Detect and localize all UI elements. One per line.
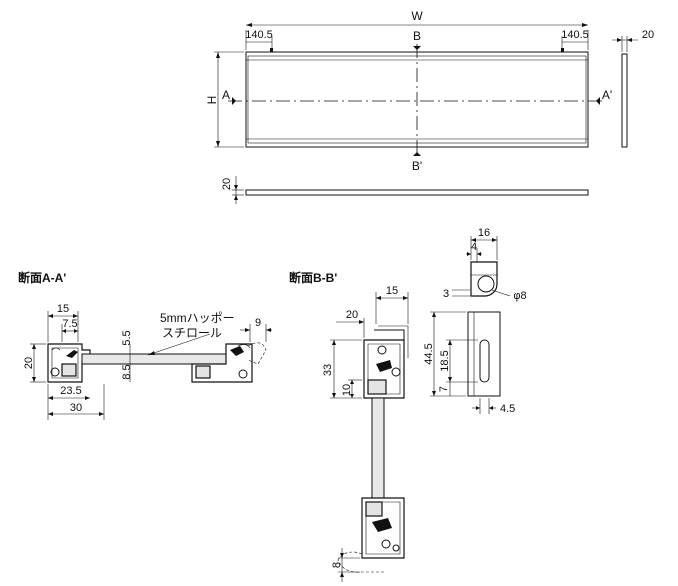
section-bb-title: 断面B-B' [289,270,337,285]
front-view: W 140.5 140.5 H B B' A A' [205,9,612,173]
opened-sash-outline [247,342,267,365]
section-b-top-label: B [413,29,421,43]
height-label: H [205,96,219,105]
section-b-bottom-arrow [413,152,421,156]
bb-lower-label: 10 [341,384,353,396]
bracket-hole-diameter-label: φ8 [513,290,526,302]
left-gasket [50,367,60,377]
hanger-tab-right [561,48,564,52]
foam-label-line1: 5mmハッポー [160,311,235,325]
hanging-bracket [374,329,405,358]
side-profile [621,53,628,148]
section-b-top-arrow [413,46,421,50]
left-offset-label: 140.5 [245,29,273,41]
section-bb: 断面B-B' 15 20 [289,270,409,582]
bottom-gasket [381,539,391,549]
aa-angle-gap-label: 9 [255,317,261,329]
left-profile-channel [61,363,77,377]
top-profile-channel [367,379,387,395]
hanger-tab-left [270,48,273,52]
aa-height-label: 20 [23,357,35,369]
bb-bottom-gap-label: 8 [331,562,343,568]
section-a-right-arrow [596,97,600,105]
thickness-label: 20 [221,178,233,190]
aa-upper-offset-label: 5.5 [121,330,133,345]
vertical-foam-panel [371,397,385,499]
bracket-inner-label: 4 [471,241,477,253]
right-profile-channel [195,365,211,379]
bottom-profile-channel [365,501,383,517]
bracket-offset-label: 3 [443,288,449,300]
bracket-height-label: 44.5 [423,343,435,364]
section-b-bottom-label: B' [412,159,422,173]
bracket-width-label: 16 [478,227,490,239]
depth-label: 20 [642,29,654,41]
aa-lower-offset-label: 8.5 [121,364,133,379]
section-a-right-label: A' [602,88,612,102]
bracket-front-view [467,311,501,397]
foam-panel [81,353,227,365]
section-a-left-label: A [222,88,230,102]
bottom-view: 20 [221,176,589,204]
foam-leader-line [147,333,211,356]
foam-label-line2: スチロール [162,326,222,340]
section-aa-title: 断面A-A' [18,270,66,285]
bracket-slot-width-label: 4.5 [500,403,515,415]
bracket-hole [477,275,495,293]
aa-total-width-label: 30 [70,402,82,414]
bracket-detail: 16 4 3 φ8 44.5 18.5 7 [423,227,527,415]
bb-top-label: 15 [386,285,398,297]
bracket-slot [479,339,490,383]
section-a-left-arrow [232,97,236,105]
right-gasket [238,369,248,379]
section-aa: 断面A-A' 15 7.5 [18,270,272,420]
bb-height-label: 33 [322,364,334,376]
bb-opened-sash-outline [337,551,384,573]
bracket-top-view [470,261,498,297]
bb-width-label: 20 [346,309,358,321]
aa-inner-width-label: 7.5 [62,318,77,330]
top-gasket [377,345,387,355]
bracket-slot-length-label: 18.5 [439,350,451,371]
aa-top-width-label: 15 [57,303,69,315]
bracket-bottom-label: 7 [438,386,450,392]
side-view: 20 [612,29,654,148]
width-label: W [411,9,423,23]
aa-mid-width-label: 23.5 [60,385,81,397]
bottom-profile [245,189,589,196]
right-offset-label: 140.5 [561,29,589,41]
